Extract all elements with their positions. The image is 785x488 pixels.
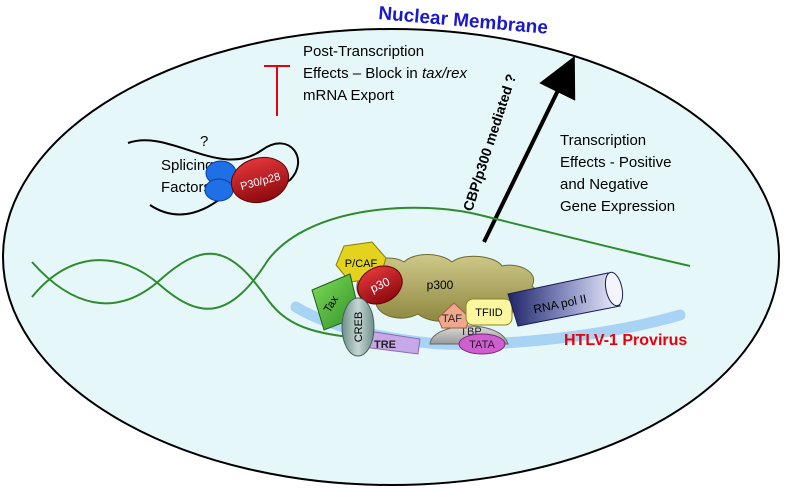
- post-transcription-line1: Post-Transcription: [303, 43, 424, 60]
- post-transcription-line2: Effects – Block in tax/rex: [303, 65, 467, 82]
- tata-element: [458, 333, 506, 355]
- p300-label: p300: [427, 278, 454, 292]
- transcription-effects-line3: and Negative: [560, 176, 648, 193]
- splicing-question: ?: [200, 133, 208, 150]
- transcription-effects-line2: Effects - Positive: [560, 154, 671, 171]
- export-arrow: [482, 56, 576, 243]
- p30-p28-protein: [230, 156, 290, 204]
- mrna-strand: [127, 139, 300, 216]
- p30-protein: [357, 265, 403, 305]
- tfiid-protein: [465, 298, 513, 326]
- post-transcription-line2-prefix: Effects – Block in: [303, 65, 422, 82]
- dna-strand-2: [31, 252, 381, 341]
- transcription-effects-line4: Gene Expression: [560, 198, 675, 215]
- splicing-line1: Splicing: [161, 157, 214, 174]
- rna-pol-ii: [507, 271, 624, 327]
- nuclear-membrane: [2, 28, 780, 486]
- pcaf-label: P/CAF: [345, 258, 378, 270]
- creb-protein: [341, 297, 375, 357]
- transcription-effects-line1: Transcription: [560, 132, 646, 149]
- dna-strand-1: [31, 206, 691, 310]
- splicing-factor-bottom: [204, 178, 234, 202]
- tfiid-label: TFIID: [475, 307, 503, 319]
- tre-label: TRE: [374, 339, 396, 351]
- tata-label: TATA: [469, 339, 495, 351]
- provirus-label: HTLV-1 Provirus: [564, 332, 687, 349]
- splicing-line2: Factors: [161, 179, 211, 196]
- creb-label: CREB: [353, 312, 365, 343]
- inhibit-icon: [264, 65, 290, 116]
- post-transcription-line3: mRNA Export: [303, 87, 395, 104]
- taf-label: TAF: [442, 313, 462, 325]
- post-transcription-line2-italic: tax/rex: [422, 65, 468, 82]
